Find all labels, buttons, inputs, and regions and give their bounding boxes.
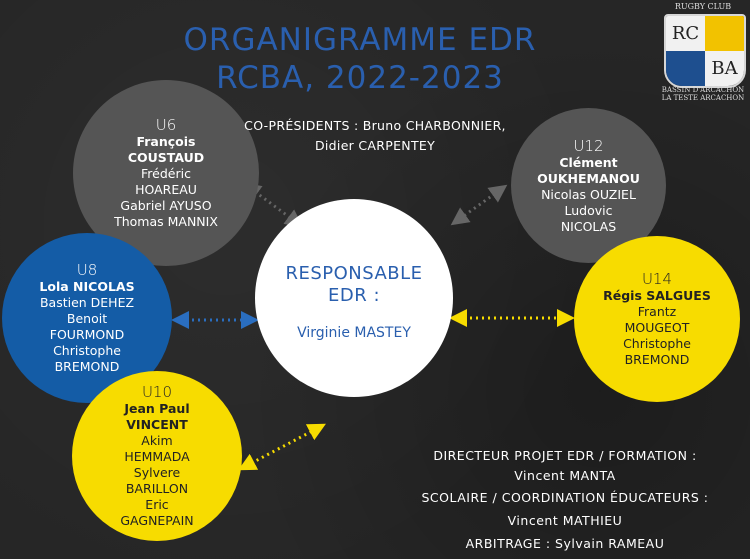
group-u6-member: HOAREAU: [135, 182, 197, 197]
group-u14: U14 Régis SALGUES Frantz MOUGEOT Christo…: [574, 236, 740, 402]
scolaire-name: Vincent MATHIEU: [507, 513, 623, 528]
group-u10-member: Eric: [145, 497, 169, 512]
group-u10: U10 Jean Paul VINCENT Akim HEMMADA Sylve…: [72, 371, 242, 541]
group-u10-member: BARILLON: [125, 481, 189, 496]
arrow-u10-center: [238, 423, 326, 471]
group-u12-head: OUKHEMANOU: [537, 170, 640, 186]
group-u14-member: Christophe: [623, 336, 691, 351]
group-u8-category: U8: [76, 261, 98, 279]
arbitrage-line: ARBITRAGE : Sylvain RAMEAU: [465, 536, 665, 551]
group-u14-member: Frantz: [637, 304, 677, 319]
center-responsable-edr: RESPONSABLE EDR : Virginie MASTEY: [255, 199, 453, 397]
directeur-label: DIRECTEUR PROJET EDR / FORMATION :: [433, 448, 697, 463]
group-u10-head: VINCENT: [126, 417, 188, 432]
group-u10-member: HEMMADA: [124, 449, 190, 464]
group-u12-member: NICOLAS: [560, 218, 617, 234]
logo-shield-icon: RC BA: [664, 14, 746, 88]
group-u10-member: GAGNEPAIN: [120, 513, 194, 528]
group-u6-member: Thomas MANNIX: [114, 214, 218, 229]
group-u8-member: Bastien DEHEZ: [39, 295, 135, 310]
group-u8-head: Lola NICOLAS: [39, 279, 135, 294]
logo-bottom-line-1: BASSIN D'ARCACHON: [661, 86, 745, 94]
group-u14-head: Régis SALGUES: [603, 288, 711, 303]
group-u8-member: Christophe: [53, 343, 121, 358]
logo-bottom-text: BASSIN D'ARCACHON LA TESTE ARCACHON: [660, 86, 746, 102]
center-name: Virginie MASTEY: [297, 325, 411, 341]
group-u6-member: Gabriel AYUSO: [120, 198, 212, 213]
group-u8-member: FOURMOND: [49, 327, 125, 342]
title-line-1: ORGANIGRAMME EDR: [183, 22, 537, 58]
group-u14-member: MOUGEOT: [624, 320, 690, 335]
logo-quadrant-rc: RC: [666, 16, 705, 51]
group-u6-head: François: [136, 134, 196, 149]
group-u8-member: BREMOND: [54, 359, 120, 374]
logo-quadrant-ba: BA: [705, 51, 744, 86]
group-u12-member: Nicolas OUZIEL: [541, 186, 636, 202]
center-label-line-1: RESPONSABLE: [285, 263, 423, 284]
club-logo: RUGBY CLUB RC BA BASSIN D'ARCACHON LA TE…: [660, 0, 746, 106]
group-u12-category: U12: [573, 136, 604, 155]
group-u8-member: Benoit: [66, 311, 108, 326]
center-label-line-2: EDR :: [327, 285, 381, 306]
group-u14-member: BREMOND: [624, 352, 690, 367]
group-u14-category: U14: [641, 270, 673, 288]
group-u12-member: Ludovic: [564, 202, 613, 218]
logo-quadrant-blue: [666, 51, 705, 86]
group-u6-member: Frédéric: [141, 166, 191, 181]
group-u12-head: Clément: [559, 154, 618, 170]
logo-bottom-line-2: LA TESTE ARCACHON: [661, 94, 745, 102]
scolaire-label: SCOLAIRE / COORDINATION ÉDUCATEURS :: [421, 490, 709, 505]
group-u10-member: Sylvere: [133, 465, 181, 480]
group-u10-member: Akim: [141, 433, 173, 448]
directeur-name: Vincent MANTA: [514, 468, 616, 483]
group-u10-category: U10: [141, 383, 173, 401]
group-u6-category: U6: [155, 116, 177, 134]
co-presidents-line-1: CO-PRÉSIDENTS : Bruno CHARBONNIER,: [244, 118, 506, 133]
logo-top-text: RUGBY CLUB: [674, 2, 732, 11]
arrow-u6-center: [242, 182, 304, 228]
co-presidents: CO-PRÉSIDENTS : Bruno CHARBONNIER, Didie…: [205, 116, 545, 156]
arrow-u12-center: [450, 184, 508, 226]
group-u10-head: Jean Paul: [124, 401, 190, 416]
co-presidents-line-2: Didier CARPENTEY: [314, 138, 436, 153]
group-u6-head: COUSTAUD: [127, 150, 205, 165]
logo-quadrant-yellow: [705, 16, 744, 51]
title-line-2: RCBA, 2022-2023: [216, 60, 504, 96]
